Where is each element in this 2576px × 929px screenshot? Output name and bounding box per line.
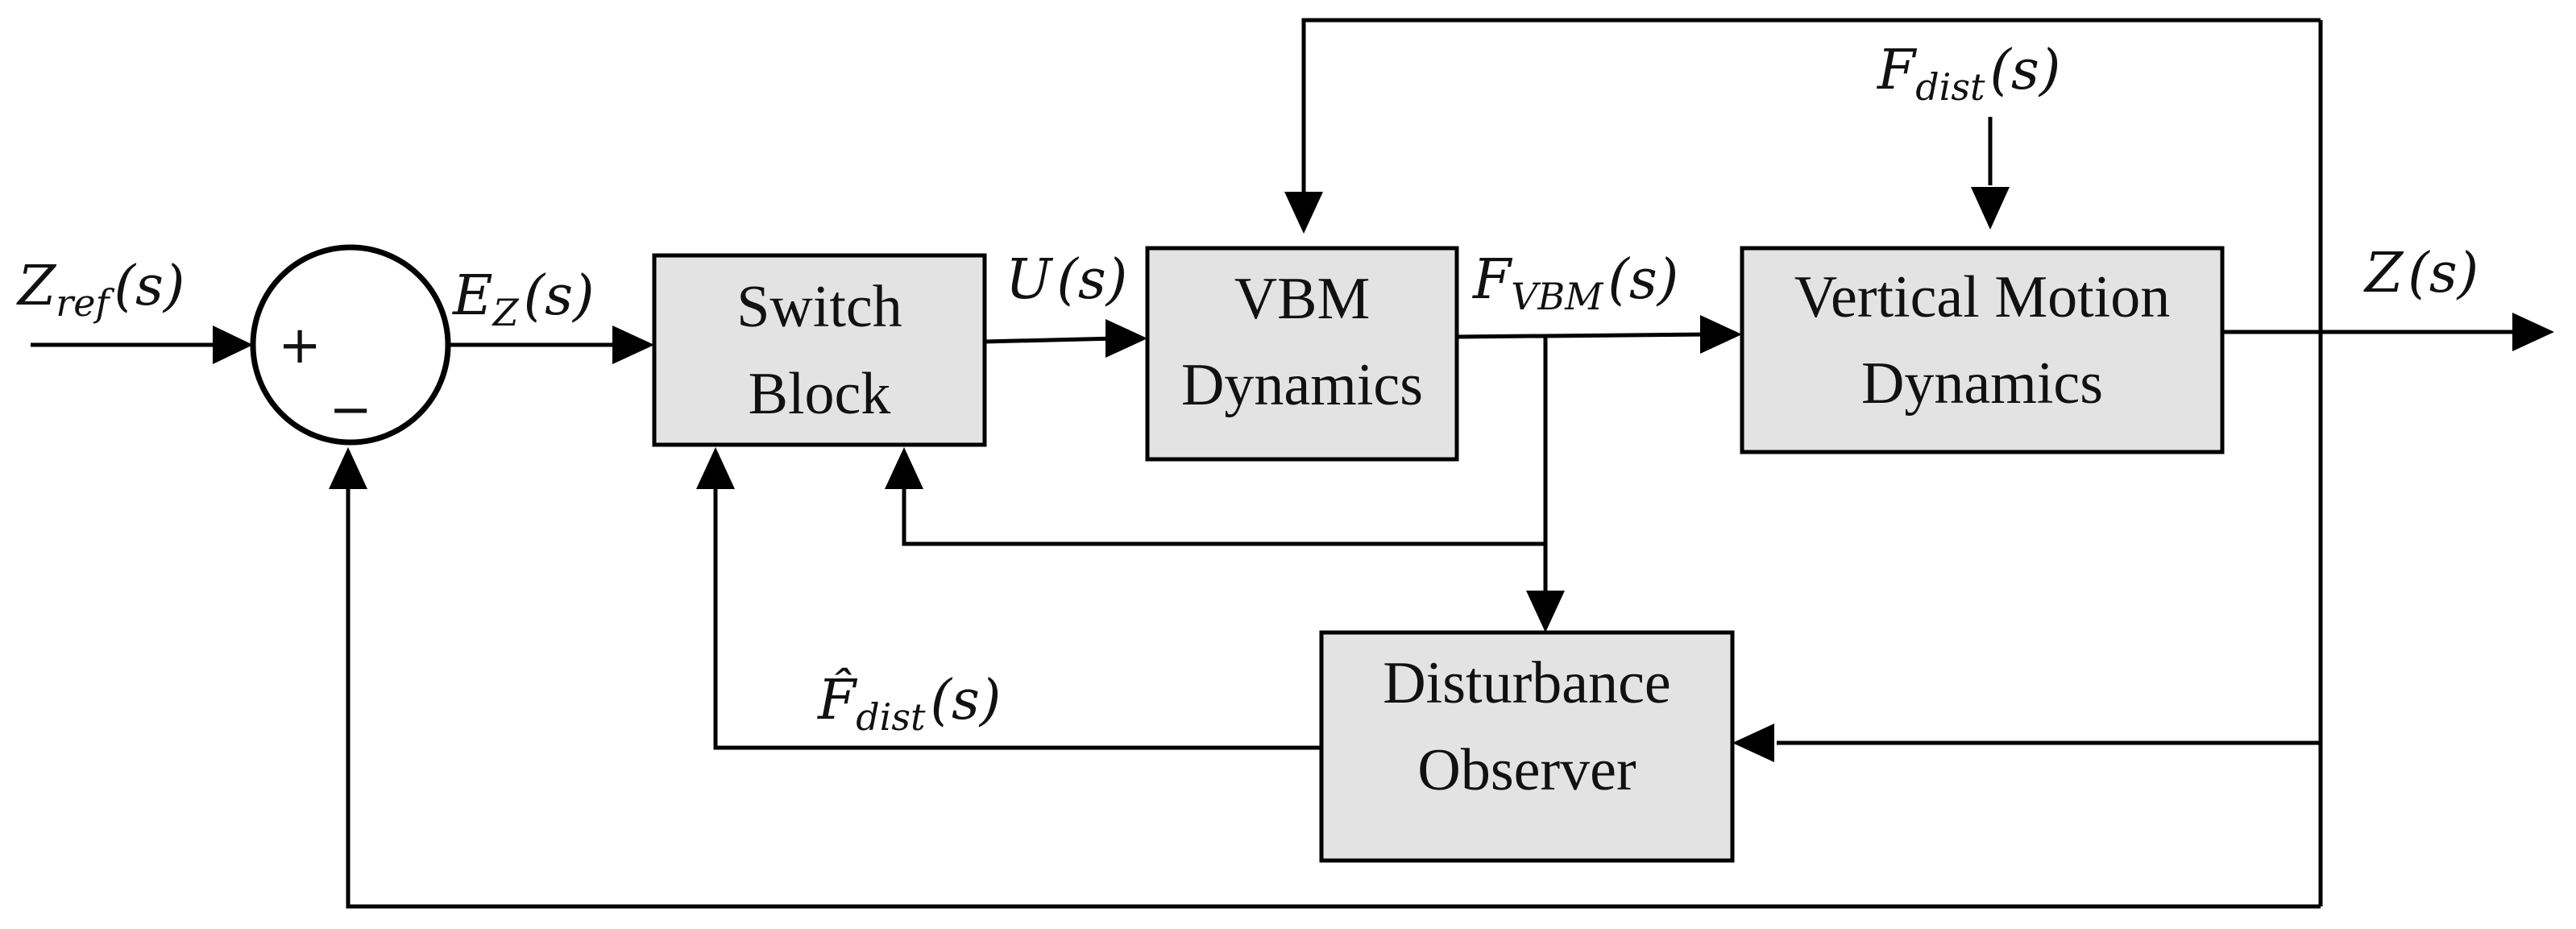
signal-label-fdist: Fdist(s) (1876, 39, 2060, 109)
signal-wires (31, 18, 2518, 909)
fdist-hat-wire (713, 483, 1321, 750)
fvbm-to-switch-wire (902, 483, 1545, 546)
summing-junction-circle (250, 244, 451, 446)
vbm-dynamics-box (1145, 246, 1459, 462)
plus-sign: + (278, 316, 321, 375)
arrow-into-switch-block (612, 326, 654, 364)
arrow-up-into-switch-right (885, 447, 923, 489)
disturbance-observer-box (1319, 630, 1735, 863)
vertical-motion-dynamics-box (1740, 246, 2225, 454)
switch-block: Switch Block (652, 253, 987, 447)
vbm-dynamics-label-line1: VBM (1234, 266, 1371, 332)
vertical-motion-dynamics-block: Vertical Motion Dynamics (1740, 246, 2225, 454)
disturbance-observer-label-line1: Disturbance (1383, 650, 1671, 716)
disturbance-observer-label-line2: Observer (1417, 737, 1636, 803)
arrow-down-into-vbm (1284, 192, 1323, 234)
arrowheads (213, 187, 2554, 762)
arrow-into-observer-right (1732, 724, 1774, 762)
arrow-down-fdist (1971, 187, 2010, 230)
z-feedback-bottom-wire (346, 483, 2321, 909)
fvbm-wire (1456, 332, 1709, 339)
minus-sign: − (329, 380, 372, 440)
disturbance-observer-block: Disturbance Observer (1319, 630, 1735, 863)
signal-label-zref: Zref(s) (16, 255, 185, 325)
arrow-z-output (2512, 313, 2554, 351)
vertical-motion-dynamics-label-line1: Vertical Motion (1794, 264, 2171, 330)
summing-junction: + − (250, 244, 451, 446)
switch-block-label-line1: Switch (736, 274, 902, 340)
arrow-down-into-observer (1526, 591, 1565, 632)
signal-label-fvbm: FVBM(s) (1471, 248, 1678, 318)
arrow-into-vertical-motion (1700, 315, 1742, 354)
arrow-into-vbm-dynamics (1105, 319, 1147, 358)
signal-label-ez: EZ(s) (451, 264, 595, 334)
arrow-into-junction (213, 326, 253, 364)
vertical-motion-dynamics-label-line2: Dynamics (1861, 350, 2103, 417)
arrow-up-into-switch-left (696, 447, 735, 489)
switch-block-box (652, 253, 987, 447)
signal-label-u: U(s) (1006, 248, 1127, 312)
switch-block-label-line2: Block (749, 361, 891, 427)
z-feedback-top-wire (1301, 18, 2321, 197)
signal-label-z: Z(s) (2363, 242, 2479, 305)
vbm-dynamics-label-line2: Dynamics (1181, 352, 1423, 418)
vbm-dynamics-block: VBM Dynamics (1145, 246, 1459, 462)
u-wire (984, 336, 1117, 344)
signal-label-fdist-hat: F̂dist(s) (816, 668, 1001, 739)
arrow-up-into-junction (329, 447, 367, 489)
